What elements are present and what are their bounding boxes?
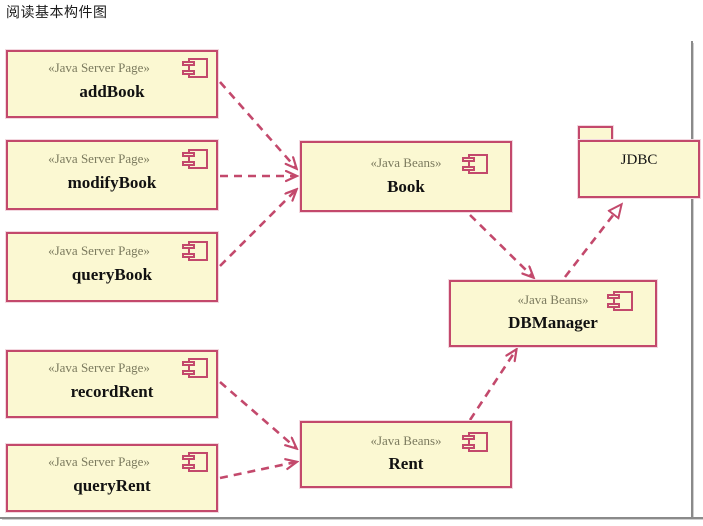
component-Book[interactable]: «Java Beans» Book bbox=[300, 141, 512, 212]
component-icon bbox=[182, 149, 208, 169]
component-addBook-name: addBook bbox=[79, 82, 145, 101]
component-Rent-name: Rent bbox=[388, 454, 424, 473]
component-queryBook[interactable]: «Java Server Page» queryBook bbox=[6, 232, 218, 302]
connection-addBook-book bbox=[219, 81, 296, 168]
component-modifyBook-stereotype: «Java Server Page» bbox=[48, 151, 150, 166]
component-recordRent-stereotype: «Java Server Page» bbox=[48, 360, 150, 375]
component-queryRent-name: queryRent bbox=[73, 476, 151, 495]
frame-right-shadow bbox=[693, 43, 694, 519]
component-icon bbox=[182, 241, 208, 261]
connection-recordRent-rent bbox=[219, 381, 296, 448]
component-icon bbox=[182, 452, 208, 472]
package-JDBC[interactable]: JDBC bbox=[578, 126, 700, 198]
component-addBook-stereotype: «Java Server Page» bbox=[48, 60, 150, 75]
component-queryRent-stereotype: «Java Server Page» bbox=[48, 454, 150, 469]
component-addBook[interactable]: «Java Server Page» addBook bbox=[6, 50, 218, 118]
component-queryBook-name: queryBook bbox=[71, 265, 153, 284]
component-queryBook-stereotype: «Java Server Page» bbox=[48, 243, 150, 258]
connection-queryBook-book bbox=[219, 190, 296, 267]
frame-right-border bbox=[691, 41, 693, 519]
component-Rent[interactable]: «Java Beans» Rent bbox=[300, 421, 512, 488]
component-icon bbox=[182, 358, 208, 378]
component-DBManager-stereotype: «Java Beans» bbox=[517, 292, 589, 307]
package-tab bbox=[578, 126, 613, 141]
page-title: 阅读基本构件图 bbox=[6, 5, 108, 21]
component-icon bbox=[182, 58, 208, 78]
component-Book-stereotype: «Java Beans» bbox=[370, 155, 442, 170]
component-recordRent-name: recordRent bbox=[70, 382, 154, 401]
connection-book-dbmanager bbox=[469, 214, 533, 277]
component-icon bbox=[462, 432, 488, 452]
connection-queryRent-rent bbox=[219, 462, 296, 480]
component-modifyBook-name: modifyBook bbox=[67, 173, 157, 192]
frame-bottom-border bbox=[0, 517, 703, 519]
component-Rent-stereotype: «Java Beans» bbox=[370, 433, 442, 448]
package-JDBC-name: JDBC bbox=[620, 152, 658, 168]
component-queryRent[interactable]: «Java Server Page» queryRent bbox=[6, 444, 218, 512]
connection-rent-dbmanager bbox=[468, 350, 516, 421]
package-body bbox=[578, 140, 700, 198]
frame-bottom-shadow bbox=[2, 519, 703, 520]
component-DBManager[interactable]: «Java Beans» DBManager bbox=[449, 280, 657, 347]
component-recordRent[interactable]: «Java Server Page» recordRent bbox=[6, 350, 218, 418]
component-icon bbox=[462, 154, 488, 174]
component-Book-name: Book bbox=[387, 177, 425, 196]
component-icon bbox=[607, 291, 633, 311]
component-DBManager-name: DBManager bbox=[508, 313, 598, 332]
connection-dbmanager-jdbc bbox=[563, 205, 621, 278]
component-modifyBook[interactable]: «Java Server Page» modifyBook bbox=[6, 140, 218, 210]
